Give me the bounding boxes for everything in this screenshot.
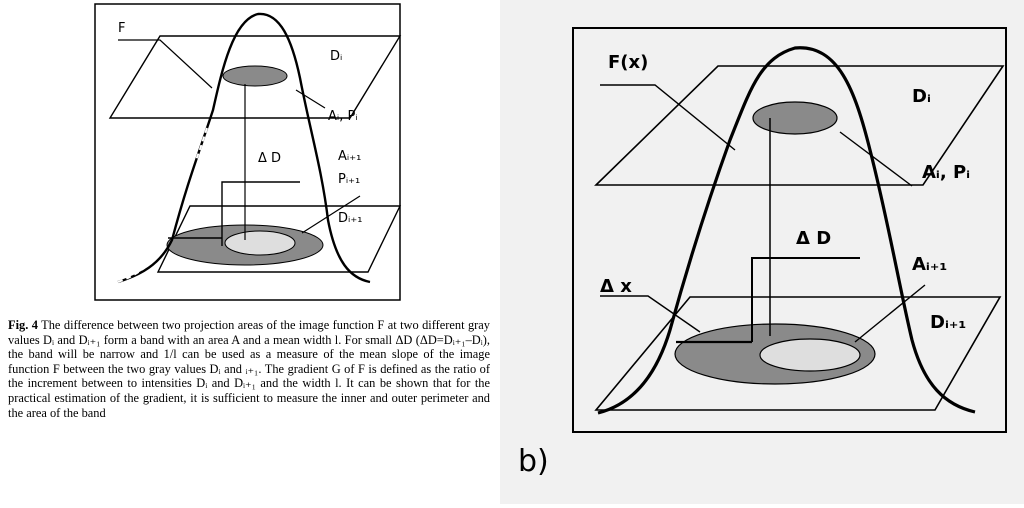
label-delta-d: Δ D — [258, 151, 281, 166]
dashed-segment-upper — [195, 127, 208, 161]
label-ai-pi-b: Aᵢ, Pᵢ — [922, 162, 970, 183]
figure-a: F Dᵢ Aᵢ, Pᵢ Δ D Aᵢ₊₁ Pᵢ₊₁ Dᵢ₊₁ — [94, 3, 402, 301]
caption-fig-label: Fig. 4 — [8, 318, 38, 332]
leader-f — [118, 39, 213, 89]
label-di-b: Dᵢ — [912, 86, 931, 107]
lower-plane-b — [594, 296, 1002, 411]
delta-d-bracket-b — [751, 257, 860, 342]
figure-b-frame — [572, 27, 1007, 433]
label-f: F — [118, 21, 125, 36]
image-function-curve — [117, 12, 371, 284]
image-function-curve-b — [597, 46, 976, 415]
figure-caption: Fig. 4 The difference between two projec… — [8, 318, 490, 420]
upper-plane-b — [594, 65, 1005, 186]
leader-ai — [295, 89, 326, 109]
dashed-segment-lower — [117, 247, 165, 283]
panel-label-b: b) — [518, 444, 549, 479]
leader-dx — [600, 295, 701, 333]
label-delta-d-b: Δ D — [796, 228, 831, 249]
upper-ellipse-b — [752, 101, 838, 135]
inner-ellipse-b — [759, 338, 861, 372]
leader-fx — [600, 84, 736, 151]
upper-plane — [108, 35, 402, 119]
label-pi1: Pᵢ₊₁ — [338, 172, 360, 187]
label-ai1-b: Aᵢ₊₁ — [912, 254, 947, 275]
delta-d-bracket — [221, 181, 300, 246]
leader-ai-b — [839, 131, 913, 187]
label-fx: F(x) — [608, 52, 648, 73]
right-panel: F(x) Dᵢ Aᵢ, Pᵢ Δ D Δ x Aᵢ₊₁ Dᵢ₊₁ — [500, 0, 1024, 504]
inner-ellipse — [224, 230, 296, 256]
upper-ellipse — [222, 65, 288, 87]
label-di: Dᵢ — [330, 49, 342, 64]
left-panel: F Dᵢ Aᵢ, Pᵢ Δ D Aᵢ₊₁ Pᵢ₊₁ Dᵢ₊₁ Fig. 4 Th… — [0, 0, 500, 504]
label-ai-pi: Aᵢ, Pᵢ — [328, 109, 358, 124]
figure-a-frame — [94, 3, 401, 301]
label-delta-x: Δ x — [600, 276, 632, 297]
leader-di1 — [301, 195, 361, 234]
caption-text: The difference between two projection ar… — [8, 318, 490, 420]
label-ai1: Aᵢ₊₁ — [338, 149, 361, 164]
figure-b: F(x) Dᵢ Aᵢ, Pᵢ Δ D Δ x Aᵢ₊₁ Dᵢ₊₁ — [572, 27, 1007, 433]
label-di1: Dᵢ₊₁ — [338, 211, 362, 226]
label-di1-b: Dᵢ₊₁ — [930, 312, 966, 333]
leader-ai1-b — [854, 284, 926, 343]
